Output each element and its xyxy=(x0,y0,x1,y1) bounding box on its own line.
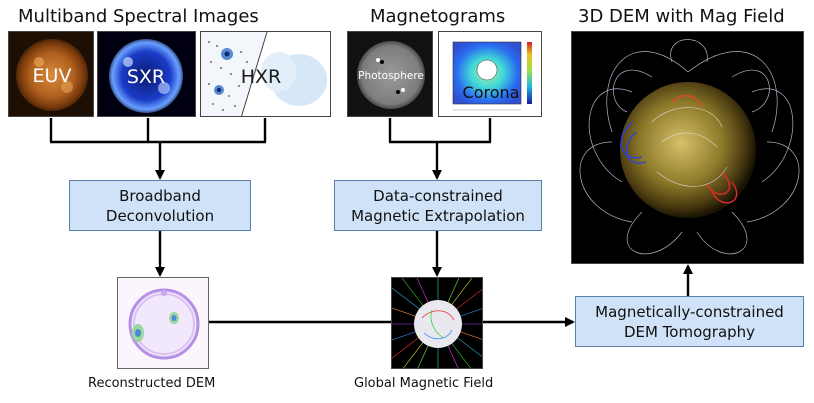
sxr-label: SXR xyxy=(127,66,165,88)
dem-tomography-line-1: Magnetically-constrained xyxy=(595,302,784,321)
global-magnetic-field-image xyxy=(391,277,483,369)
photosphere-label: Photosphere xyxy=(358,70,424,82)
hxr-label: HXR xyxy=(241,66,282,88)
euv-image: EUV xyxy=(8,31,94,117)
broadband-deconvolution-line-2: Deconvolution xyxy=(105,206,215,225)
broadband-deconvolution-line-1: Broadband xyxy=(119,186,201,205)
dem-tomography-line-2: DEM Tomography xyxy=(623,322,756,341)
euv-label: EUV xyxy=(33,65,72,87)
corona-field-image: Corona xyxy=(438,31,542,117)
magnetic-extrapolation-line-2: Magnetic Extrapolation xyxy=(351,206,525,225)
dem-tomography-box: Magnetically-constrained DEM Tomography xyxy=(575,296,804,347)
corona-label: Corona xyxy=(463,83,520,102)
magnetic-extrapolation-box: Data-constrained Magnetic Extrapolation xyxy=(334,180,542,231)
title-magnetograms: Magnetograms xyxy=(370,6,506,27)
dem-3d-mag-field-image xyxy=(571,31,804,264)
caption-global-magnetic-field: Global Magnetic Field xyxy=(354,376,494,391)
caption-reconstructed-dem: Reconstructed DEM xyxy=(88,376,216,391)
sxr-image: SXR xyxy=(97,31,196,117)
magnetic-extrapolation-line-1: Data-constrained xyxy=(373,186,503,205)
broadband-deconvolution-box: Broadband Deconvolution xyxy=(69,180,251,231)
title-3d-dem-with-mag-field: 3D DEM with Mag Field xyxy=(578,6,785,27)
reconstructed-dem-image xyxy=(117,277,209,369)
photosphere-magnetogram-image: Photosphere xyxy=(347,31,433,117)
title-multiband-spectral-images: Multiband Spectral Images xyxy=(18,6,259,27)
hxr-image: HXR xyxy=(200,31,331,117)
